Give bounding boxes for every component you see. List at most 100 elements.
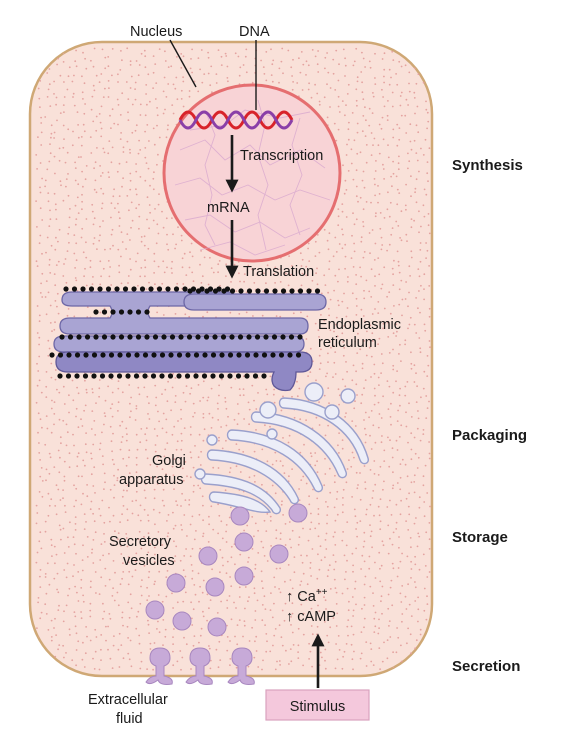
stage-storage: Storage (452, 529, 508, 546)
ribosome (237, 334, 244, 340)
ribosome (131, 286, 137, 292)
ribosome (135, 309, 142, 315)
ribosome (152, 334, 159, 340)
secretory-vesicle (234, 566, 254, 586)
ribosome (83, 352, 89, 358)
ribosome (254, 334, 261, 340)
ribosome (270, 352, 276, 358)
stage-secretion: Secretion (452, 658, 520, 675)
ribosome (210, 373, 216, 379)
ribosome (288, 334, 295, 340)
chromatin-network (174, 99, 331, 256)
ribosome (100, 352, 106, 358)
ribosome (176, 373, 182, 379)
ribosome (101, 309, 108, 315)
endoplasmic-reticulum (53, 291, 327, 392)
ribosome (306, 288, 312, 294)
ribosome (229, 334, 235, 340)
ribosome (117, 352, 123, 358)
ribosome (148, 286, 154, 292)
ribosome (169, 334, 176, 340)
ribosome (227, 373, 233, 379)
ribosome (122, 286, 129, 292)
ribosome (186, 334, 193, 340)
ribosome (82, 373, 89, 379)
ribosome (212, 334, 218, 340)
ribosome (203, 334, 210, 340)
ribosome (184, 373, 191, 379)
ribosome (108, 352, 115, 358)
secretory-vesicle (269, 544, 289, 564)
nucleus-label: Nucleus (130, 24, 182, 40)
ribosome (278, 352, 285, 358)
ribosome (65, 373, 72, 379)
ribosome (80, 286, 86, 292)
ribosome (212, 288, 219, 294)
ribosome (71, 286, 78, 292)
ribosome (263, 334, 269, 340)
ribosome (142, 352, 149, 358)
nucleus (162, 83, 342, 263)
ribosome (133, 373, 140, 379)
ribosome (289, 288, 295, 294)
ribosome (101, 334, 108, 340)
ribosome (93, 334, 99, 340)
ribosome (144, 334, 150, 340)
ribosome (91, 352, 98, 358)
extracellular-label-line1: Extracellular (88, 692, 168, 708)
dna-label: DNA (239, 24, 270, 40)
ribosome (173, 286, 180, 292)
ribosome (187, 288, 193, 294)
ribosome (134, 352, 140, 358)
secretory-vesicle (207, 617, 227, 637)
ribosome (238, 288, 244, 294)
golgi-label-line2: apparatus (119, 472, 184, 488)
ribosome (118, 309, 125, 315)
ribosome (287, 352, 293, 358)
ribosome (139, 286, 146, 292)
ribosome (110, 309, 116, 315)
ribosome (159, 352, 166, 358)
er-label-line2: reticulum (318, 335, 377, 351)
ribosome (297, 334, 303, 340)
ribosome (144, 309, 150, 315)
calcium-label: ↑ Ca++ (286, 587, 328, 605)
ribosome (280, 288, 287, 294)
ribosome (142, 373, 148, 379)
ribosome (97, 286, 103, 292)
ribosome (63, 286, 69, 292)
golgi-bud-vesicle (230, 506, 250, 526)
ribosome (246, 288, 253, 294)
secretory-vesicles (145, 532, 289, 637)
ribosome (108, 373, 114, 379)
ribosome (127, 334, 133, 340)
ribosome (252, 373, 259, 379)
ribosome (125, 373, 131, 379)
ribosome (49, 352, 55, 358)
ribosome (220, 334, 227, 340)
ribosome (236, 352, 242, 358)
er-label-line1: Endoplasmic (318, 317, 401, 333)
ribosome (99, 373, 106, 379)
ribosome (114, 286, 120, 292)
ribosome (88, 286, 95, 292)
ribosome (178, 334, 184, 340)
ribosome (201, 373, 208, 379)
mrna-label: mRNA (207, 200, 250, 216)
ribosome (176, 352, 183, 358)
ribosome (67, 334, 74, 340)
secretory-vesicle (234, 532, 254, 552)
ribosome (261, 352, 268, 358)
ribosome (244, 373, 250, 379)
extracellular-label-line2: fluid (116, 711, 143, 727)
ribosome (253, 352, 259, 358)
ribosome (195, 288, 202, 294)
vesicles-label-line1: Secretory (109, 534, 172, 550)
ribosome (195, 334, 201, 340)
ribosome (210, 352, 217, 358)
ribosome (246, 334, 252, 340)
ribosome (244, 352, 251, 358)
ribosome (185, 352, 191, 358)
ribosome (314, 288, 321, 294)
ribosome (229, 288, 236, 294)
